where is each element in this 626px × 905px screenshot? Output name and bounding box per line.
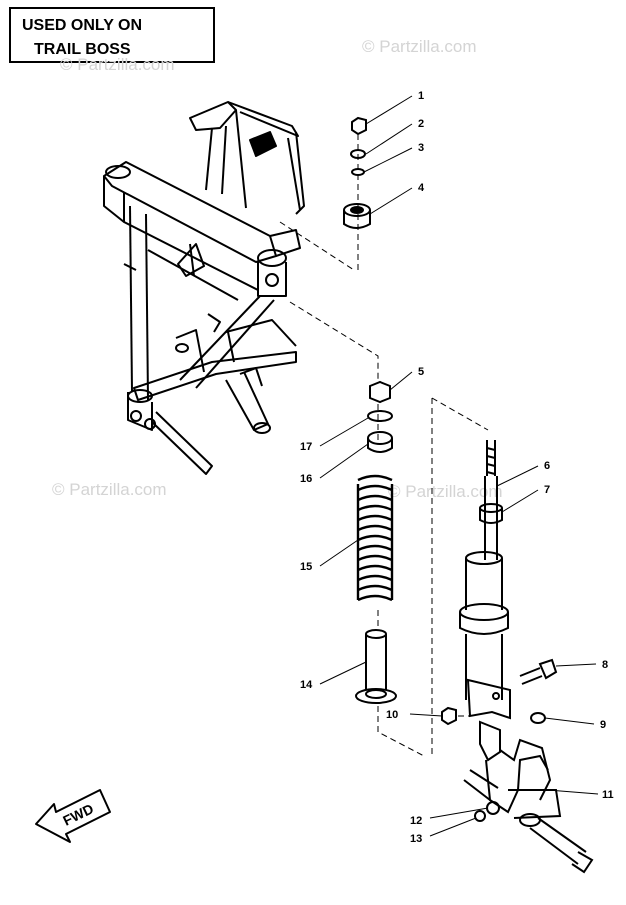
watermark-middle-left: © Partzilla.com [52,480,167,499]
part-6-rod [484,440,498,560]
watermark-middle-right: © Partzilla.com [388,482,503,501]
part-4-bushing [343,210,371,229]
callout-10: 10 [386,709,398,721]
notice-line-1: USED ONLY ON [22,17,142,34]
part-1-nut [351,116,367,136]
notice-line-2: TRAIL BOSS [34,41,131,58]
part-16-bushing [367,438,393,453]
part-7-collar [479,503,503,524]
part-9-washer [530,712,546,724]
arrow-icon [35,789,111,843]
strut-body [459,551,511,720]
upper-hardware-stack [343,116,371,229]
callout-leaders [319,95,599,837]
callout-5: 5 [418,366,424,378]
callout-1: 1 [418,90,424,102]
part-5-nut [369,380,391,404]
callout-15: 15 [300,561,312,573]
watermarks: © Partzilla.com © Partzilla.com © Partzi… [52,37,503,501]
part-17-washer [367,410,393,422]
assembly-centerlines [279,134,489,757]
part-14-sleeve [355,629,397,704]
callout-7: 7 [544,484,550,496]
part-8-bolt [519,658,558,685]
part-15-spring [356,474,394,602]
callout-11: 11 [602,789,614,801]
part-13-washer [474,810,486,822]
part-11-spindle [463,720,594,874]
callout-14: 14 [300,679,313,691]
callout-16: 16 [300,473,312,485]
part-12-nut [486,801,500,815]
callout-2: 2 [418,118,424,130]
callout-8: 8 [602,659,608,671]
shock-assembly [355,380,397,704]
callout-17: 17 [300,441,312,453]
notice-box: USED ONLY ON TRAIL BOSS © Partzilla.com [9,7,215,74]
callout-3: 3 [418,142,424,154]
callout-6: 6 [544,460,550,472]
callout-9: 9 [600,719,606,731]
forward-direction-arrow: FWD [35,789,111,843]
part-10-nut [441,706,457,726]
watermark-top-right: © Partzilla.com [362,37,477,56]
callout-numbers: 1 2 3 4 5 6 7 8 9 10 11 12 13 14 15 16 1… [300,90,614,845]
callout-13: 13 [410,833,422,845]
frame-assembly [103,101,305,475]
callout-4: 4 [418,182,425,194]
strut-assembly [441,440,594,874]
watermark-top-left: © Partzilla.com [60,55,175,74]
callout-12: 12 [410,815,422,827]
